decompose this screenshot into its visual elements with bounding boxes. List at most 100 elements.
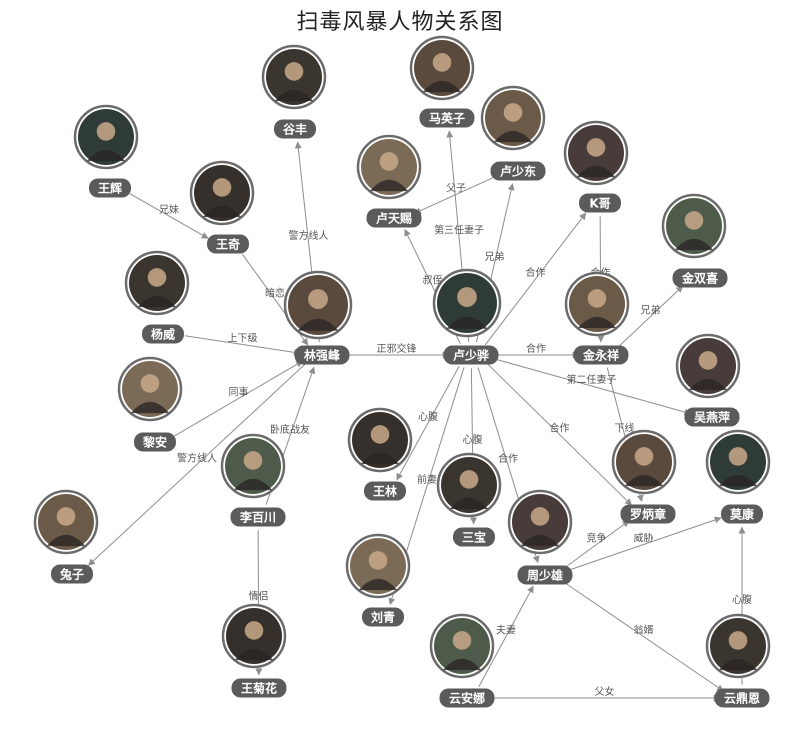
portrait-head (457, 287, 477, 307)
edge-linqiangfeng-tuzi (88, 363, 306, 566)
name-pill (443, 345, 499, 365)
portrait-head (684, 211, 704, 230)
edge-jinyongxiang-jinshuangxi (618, 285, 684, 348)
person-name: 王林 (373, 484, 397, 499)
name-pill (579, 193, 621, 213)
person-node-wuyanping[interactable]: 吴燕萍 (675, 333, 741, 427)
edge-zhoushaoxiong-mokang (565, 516, 722, 572)
edge-label: 正邪交锋 (377, 342, 417, 355)
person-node-sanbao[interactable]: 三宝 (436, 452, 502, 547)
person-node-wanglin[interactable]: 王林 (347, 407, 413, 501)
person-node-tuzi[interactable]: 兔子 (33, 489, 99, 584)
person-name: 王辉 (98, 182, 122, 196)
name-pill (419, 108, 475, 128)
portrait-body (234, 648, 274, 661)
edge-zhoushaoxiong-yundingen (563, 581, 724, 692)
portrait-head (587, 289, 607, 308)
edge-label: 威胁 (634, 532, 654, 545)
portrait-head (379, 152, 399, 171)
person-node-yangwei[interactable]: 杨威 (124, 250, 190, 344)
person-name: 谷丰 (283, 122, 307, 137)
person-node-maying[interactable]: 马英子 (409, 35, 475, 128)
person-name: 莫康 (730, 507, 755, 522)
name-pill (231, 678, 287, 698)
person-name: 李百川 (239, 510, 276, 525)
portrait-head (698, 351, 718, 370)
portrait-body (358, 578, 398, 591)
portrait-head (586, 138, 606, 157)
edge-zhoushaoxiong-luobingzhang (563, 520, 630, 569)
person-name: 马英子 (429, 111, 465, 126)
edge-lushaohua-kge (484, 212, 587, 346)
portrait-head (634, 447, 654, 466)
person-name: K哥 (589, 197, 610, 211)
person-node-kge[interactable]: K哥 (563, 120, 629, 213)
person-node-jinyongxiang[interactable]: 金永祥 (564, 271, 630, 365)
person-name: 罗炳章 (630, 507, 666, 522)
edge-lushaohua-wuyanping (492, 357, 692, 416)
edge-label: 合作 (550, 422, 570, 435)
portrait-body (86, 149, 126, 162)
person-node-linqiangfeng[interactable]: 林强峰 (283, 270, 353, 365)
person-node-wangqi[interactable]: 王奇 (189, 160, 255, 254)
portrait-head (432, 53, 452, 72)
person-node-wanghui[interactable]: 王辉 (73, 104, 139, 198)
portrait-body (493, 130, 533, 143)
person-node-libaichuan[interactable]: 李百川 (220, 433, 286, 527)
person-node-zhoushaoxiong[interactable]: 周少雄 (507, 489, 573, 585)
name-pill (362, 607, 404, 627)
person-node-yundingen[interactable]: 云鼎恩 (705, 613, 771, 708)
edge-yunanna-zhoushaoxiong (478, 585, 534, 688)
portrait-head (147, 268, 167, 287)
person-name: 卢少东 (500, 164, 536, 179)
person-node-wangjuhua[interactable]: 王菊花 (221, 603, 287, 698)
portrait-body (202, 205, 242, 218)
person-name: 吴燕萍 (694, 410, 730, 425)
person-node-lutianci[interactable]: 卢天赐 (356, 134, 422, 228)
person-name: 云鼎恩 (724, 691, 760, 706)
person-node-luobingzhang[interactable]: 罗炳章 (611, 429, 677, 524)
edge-lushaohua-wanglin (396, 365, 460, 481)
portrait-body (46, 534, 86, 547)
portrait-body (137, 295, 177, 308)
name-pill (453, 527, 495, 547)
person-node-lushaodong[interactable]: 卢少东 (480, 85, 546, 181)
portrait-body (130, 401, 170, 414)
person-name: 周少雄 (527, 568, 563, 583)
portrait-body (422, 80, 462, 93)
person-node-lushaohua[interactable]: 卢少骅 (432, 268, 502, 365)
person-node-lian[interactable]: 黎安 (117, 356, 183, 452)
edge-label: 第三任妻子 (434, 224, 484, 237)
name-pill (207, 234, 249, 254)
portrait-head (243, 451, 263, 470)
edge-label: 兄弟 (485, 251, 505, 263)
portrait-body (718, 474, 758, 487)
nodes-layer: 谷丰 马英子王辉 卢少东 K哥 卢天赐王奇 金双喜杨威 林强峰 卢少骅金永祥吴燕萍 黎安王林李百… (33, 35, 771, 708)
person-node-guyfeng[interactable]: 谷丰 (261, 44, 327, 139)
edge-yangwei-linqiangfeng (184, 335, 301, 356)
portrait-head (530, 507, 550, 526)
person-node-jinshuangxi[interactable]: 金双喜 (661, 193, 728, 288)
edge-label: 兄妹 (159, 204, 179, 216)
portrait-head (459, 470, 479, 489)
person-node-yunanna[interactable]: 云安娜 (429, 613, 495, 708)
person-node-mokang[interactable]: 莫康 (705, 429, 771, 524)
portrait-head (284, 62, 304, 81)
name-pill (142, 324, 184, 344)
edge-label: 夫妻 (496, 624, 516, 637)
edge-label: 下线 (615, 422, 635, 435)
person-name: 王奇 (216, 237, 240, 252)
portrait-head (96, 122, 116, 141)
person-name: 三宝 (462, 530, 486, 545)
edge-label: 暗恋 (265, 287, 285, 300)
edge-lushaodong-lutianci (413, 175, 498, 214)
person-node-liuqing[interactable]: 刘青 (345, 533, 411, 627)
edge-label: 父女 (595, 685, 615, 698)
edge-label: 警方线人 (289, 229, 329, 242)
portrait-body (274, 89, 314, 102)
portrait-body (718, 658, 758, 671)
person-name: 兔子 (59, 567, 84, 582)
person-name: 云安娜 (449, 691, 485, 706)
